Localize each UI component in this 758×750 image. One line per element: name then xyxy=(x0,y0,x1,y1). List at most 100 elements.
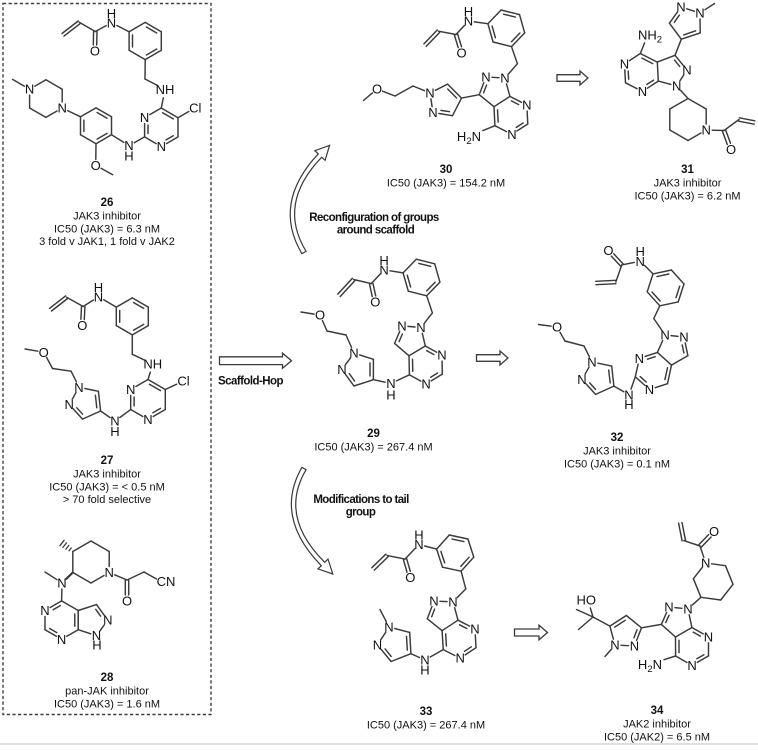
svg-text:N: N xyxy=(74,380,83,395)
svg-text:O: O xyxy=(405,570,415,585)
svg-text:N: N xyxy=(682,63,691,78)
svg-text:O: O xyxy=(709,524,719,539)
svg-text:N: N xyxy=(416,320,425,335)
svg-text:N: N xyxy=(349,346,358,361)
svg-text:O: O xyxy=(457,45,467,60)
svg-text:N: N xyxy=(620,56,629,71)
svg-text:H: H xyxy=(624,397,633,412)
svg-text:N: N xyxy=(140,110,149,125)
svg-text:N: N xyxy=(507,127,516,142)
svg-text:28: 28 xyxy=(101,672,114,684)
svg-text:N: N xyxy=(103,613,112,628)
svg-text:N: N xyxy=(414,537,423,552)
svg-text:Cl: Cl xyxy=(189,100,201,115)
svg-text:IC50 (JAK3) = 154.2 nM: IC50 (JAK3) = 154.2 nM xyxy=(387,178,505,190)
svg-text:around scaffold: around scaffold xyxy=(337,225,415,237)
svg-text:IC50 (JAK3) = 1.6 nM: IC50 (JAK3) = 1.6 nM xyxy=(54,698,160,710)
svg-text:29: 29 xyxy=(367,428,380,440)
svg-text:H: H xyxy=(110,424,119,439)
svg-text:N: N xyxy=(470,621,479,636)
svg-text:N: N xyxy=(638,84,647,99)
svg-text:N: N xyxy=(397,318,406,333)
svg-text:JAK3 inhibitor: JAK3 inhibitor xyxy=(654,178,722,190)
svg-text:N: N xyxy=(610,638,619,653)
svg-text:N: N xyxy=(672,79,681,94)
svg-text:N: N xyxy=(57,632,66,647)
svg-text:N: N xyxy=(157,139,166,154)
svg-text:O: O xyxy=(726,142,736,157)
svg-text:30: 30 xyxy=(440,164,453,176)
svg-text:O: O xyxy=(77,318,87,333)
svg-text:33: 33 xyxy=(420,706,433,718)
svg-text:IC50 (JAK3) = 267.4 nM: IC50 (JAK3) = 267.4 nM xyxy=(367,720,485,732)
svg-text:NH: NH xyxy=(156,82,175,97)
svg-text:pan-JAK inhibitor: pan-JAK inhibitor xyxy=(65,686,149,698)
svg-text:O: O xyxy=(372,82,382,97)
svg-text:N: N xyxy=(58,101,67,116)
svg-text:31: 31 xyxy=(681,164,694,176)
svg-text:N: N xyxy=(94,289,103,304)
svg-text:N: N xyxy=(40,603,49,618)
svg-text:IC50 (JAK3) = 6.2 nM: IC50 (JAK3) = 6.2 nM xyxy=(634,190,740,202)
svg-text:N: N xyxy=(630,639,639,654)
svg-text:HO: HO xyxy=(577,593,597,608)
svg-text:32: 32 xyxy=(611,432,624,444)
svg-text:26: 26 xyxy=(101,197,114,209)
svg-text:N: N xyxy=(577,372,586,387)
svg-text:Reconfiguration of groups: Reconfiguration of groups xyxy=(309,212,439,224)
svg-text:N: N xyxy=(25,82,34,97)
svg-text:H: H xyxy=(92,638,101,653)
svg-text:JAK3 inhibitor: JAK3 inhibitor xyxy=(73,469,141,481)
svg-text:N: N xyxy=(428,105,437,120)
svg-text:N: N xyxy=(143,412,152,427)
svg-text:N: N xyxy=(636,254,645,269)
svg-text:27: 27 xyxy=(101,455,114,467)
svg-text:IC50 (JAK3) = 0.1 nM: IC50 (JAK3) = 0.1 nM xyxy=(564,458,670,470)
svg-text:JAK3 inhibitor: JAK3 inhibitor xyxy=(73,211,141,223)
svg-text:Modifications to tail: Modifications to tail xyxy=(313,494,409,506)
svg-text:JAK2 inhibitor: JAK2 inhibitor xyxy=(623,719,691,731)
svg-text:N: N xyxy=(437,348,446,363)
svg-text:N: N xyxy=(384,620,393,635)
svg-text:IC50 (JAK3) = < 0.5 nM: IC50 (JAK3) = < 0.5 nM xyxy=(49,481,165,493)
svg-text:O: O xyxy=(315,308,325,323)
svg-text:34: 34 xyxy=(651,705,664,717)
svg-text:N: N xyxy=(702,123,711,138)
svg-text:N: N xyxy=(57,576,66,591)
svg-text:N: N xyxy=(645,382,654,397)
svg-text:H: H xyxy=(124,148,133,163)
svg-text:N: N xyxy=(456,651,465,666)
svg-text:N: N xyxy=(701,556,710,571)
svg-text:N: N xyxy=(676,0,685,15)
svg-text:Scaffold-Hop: Scaffold-Hop xyxy=(218,376,283,388)
svg-text:N: N xyxy=(664,600,673,615)
svg-text:group: group xyxy=(346,507,376,519)
svg-text:N: N xyxy=(704,629,713,644)
svg-text:Cl: Cl xyxy=(177,374,189,389)
svg-text:N: N xyxy=(500,71,509,86)
svg-text:NH: NH xyxy=(143,357,162,372)
svg-text:N: N xyxy=(683,601,692,616)
svg-text:O: O xyxy=(122,594,132,609)
svg-text:O: O xyxy=(552,320,562,335)
svg-text:N: N xyxy=(587,355,596,370)
svg-text:O: O xyxy=(91,158,101,173)
svg-text:CN: CN xyxy=(157,574,176,589)
svg-text:N: N xyxy=(481,70,490,85)
svg-text:O: O xyxy=(603,243,613,258)
svg-text:N: N xyxy=(373,638,382,653)
svg-text:N: N xyxy=(107,15,116,30)
svg-text:N: N xyxy=(695,6,704,21)
svg-text:IC50 (JAK2) = 6.5 nM: IC50 (JAK2) = 6.5 nM xyxy=(604,731,710,743)
svg-text:N: N xyxy=(379,262,388,277)
svg-text:N: N xyxy=(429,594,438,609)
svg-text:N: N xyxy=(448,595,457,610)
svg-text:IC50 (JAK3) = 267.4 nM: IC50 (JAK3) = 267.4 nM xyxy=(314,442,432,454)
svg-text:N: N xyxy=(660,328,669,343)
svg-text:N: N xyxy=(105,565,114,580)
svg-text:IC50 (JAK3) = 6.3 nM: IC50 (JAK3) = 6.3 nM xyxy=(54,223,160,235)
svg-text:N: N xyxy=(421,377,430,392)
svg-text:> 70 fold selective: > 70 fold selective xyxy=(63,494,151,506)
svg-text:N: N xyxy=(679,330,688,345)
svg-text:N: N xyxy=(687,658,696,673)
